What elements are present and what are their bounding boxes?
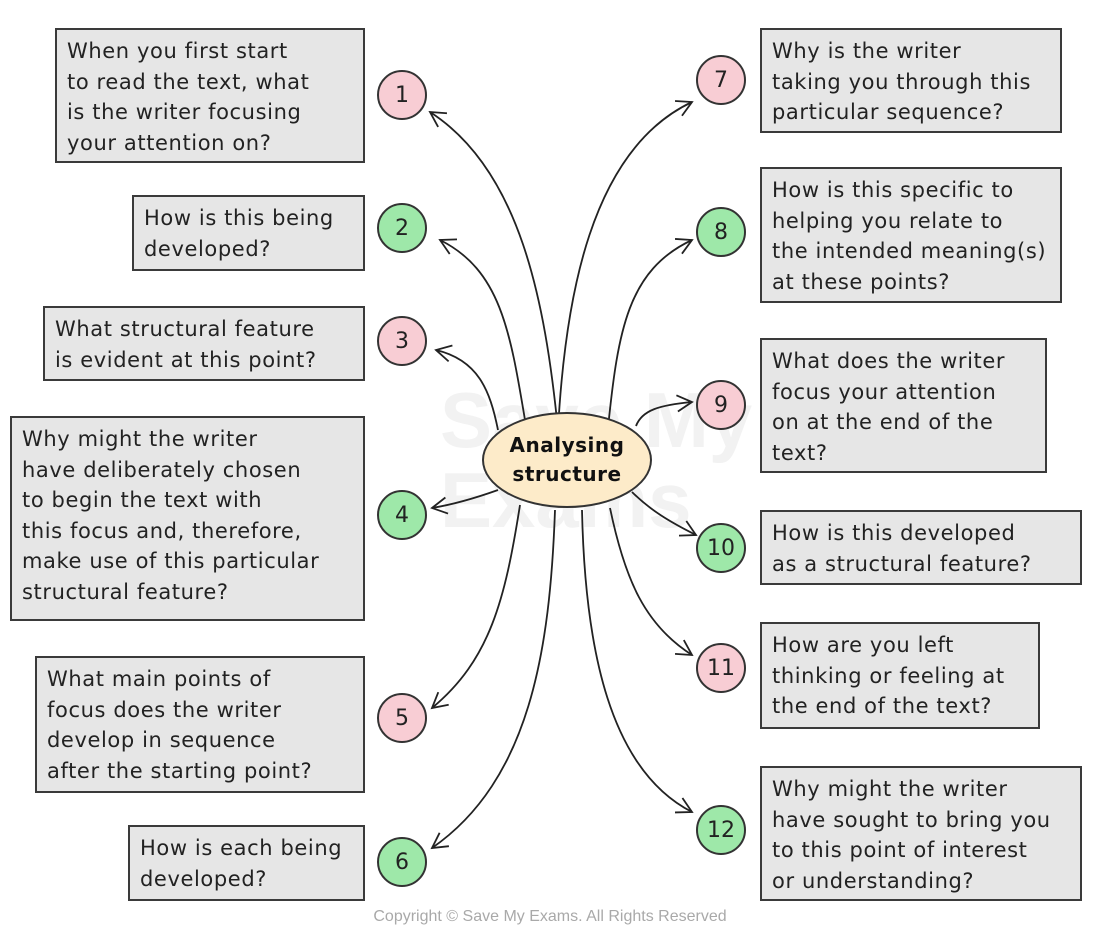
question-text-line: on at the end of the bbox=[772, 410, 994, 434]
question-text-line: text? bbox=[772, 440, 828, 465]
arrowhead-12 bbox=[674, 797, 694, 814]
connector-arrow-12 bbox=[581, 509, 693, 813]
arrowhead-1 bbox=[428, 110, 448, 128]
central-topic-line-1: Analysing bbox=[509, 433, 625, 457]
question-text-line: particular sequence? bbox=[772, 100, 1005, 124]
question-text-line: Why might the writer bbox=[22, 427, 258, 451]
question-text-line: developed? bbox=[140, 866, 268, 891]
question-text-line: the end of the text? bbox=[772, 694, 993, 718]
question-text-line: at these points? bbox=[772, 269, 951, 294]
question-text-line: to begin the text with bbox=[22, 488, 263, 512]
arrowhead-11 bbox=[674, 639, 694, 657]
question-box-6: How is each being developed? bbox=[128, 825, 365, 901]
question-text-line: When you first start bbox=[67, 39, 288, 63]
number-badge-7: 7 bbox=[696, 55, 746, 105]
question-box-12: Why might the writer have sought to bring… bbox=[760, 766, 1082, 901]
arrowhead-5 bbox=[430, 691, 449, 710]
number-badge-3: 3 bbox=[377, 316, 427, 366]
question-text-line: as a structural feature? bbox=[772, 551, 1032, 576]
connector-arrow-10 bbox=[631, 491, 697, 536]
question-text-line: Why might the writer bbox=[772, 777, 1008, 801]
question-text-line: have sought to bring you bbox=[772, 807, 1051, 832]
question-text-line: What structural feature bbox=[55, 317, 315, 341]
number-badge-5: 5 bbox=[377, 693, 427, 743]
question-box-5: What main points of focus does the writer… bbox=[35, 656, 365, 793]
connector-arrow-1 bbox=[429, 111, 559, 431]
question-text-line: or understanding? bbox=[772, 868, 975, 893]
arrowhead-9 bbox=[676, 394, 694, 413]
question-text-line: developed? bbox=[144, 236, 272, 261]
question-box-9: What does the writer focus your attention… bbox=[760, 338, 1047, 473]
question-text-line: How is each being bbox=[140, 836, 343, 860]
connector-arrow-7 bbox=[557, 101, 693, 431]
question-text-line: after the starting point? bbox=[47, 758, 313, 783]
number-badge-10: 10 bbox=[696, 523, 746, 573]
connector-arrow-5 bbox=[431, 504, 521, 709]
question-box-7: Why is the writer taking you through this… bbox=[760, 28, 1062, 133]
question-text-line: How is this developed bbox=[772, 521, 1016, 545]
central-topic: Analysing structure bbox=[482, 412, 652, 508]
connector-arrow-6 bbox=[431, 509, 556, 849]
question-text-line: How is this specific to bbox=[772, 178, 1014, 202]
connector-arrow-2 bbox=[439, 239, 526, 421]
question-box-4: Why might the writer have deliberately ch… bbox=[10, 416, 365, 621]
question-text-line: structural feature? bbox=[22, 579, 229, 604]
connector-arrow-4 bbox=[431, 489, 499, 509]
question-box-2: How is this being developed? bbox=[132, 195, 365, 271]
question-text-line: What does the writer bbox=[772, 349, 1006, 373]
question-text-line: the intended meaning(s) bbox=[772, 239, 1047, 263]
arrowhead-4 bbox=[430, 496, 449, 515]
number-badge-12: 12 bbox=[696, 805, 746, 855]
question-text-line: develop in sequence bbox=[47, 728, 276, 752]
question-text-line: is evident at this point? bbox=[55, 347, 317, 372]
connector-arrow-3 bbox=[435, 349, 499, 431]
question-text-line: What main points of bbox=[47, 667, 271, 691]
number-badge-4: 4 bbox=[377, 490, 427, 540]
question-text-line: focus does the writer bbox=[47, 697, 282, 722]
arrowhead-3 bbox=[434, 344, 453, 363]
question-text-line: make use of this particular bbox=[22, 549, 320, 573]
connector-arrow-8 bbox=[607, 239, 693, 429]
arrowhead-6 bbox=[430, 832, 449, 850]
question-text-line: to this point of interest bbox=[772, 838, 1028, 862]
arrowhead-8 bbox=[674, 238, 694, 255]
question-box-8: How is this specific to helping you relat… bbox=[760, 167, 1062, 303]
question-box-3: What structural feature is evident at thi… bbox=[43, 306, 365, 381]
question-text-line: How are you left bbox=[772, 633, 954, 657]
arrowhead-2 bbox=[438, 238, 458, 255]
number-badge-8: 8 bbox=[696, 207, 746, 257]
number-badge-2: 2 bbox=[377, 203, 427, 253]
number-badge-1: 1 bbox=[377, 70, 427, 120]
question-text-line: focus your attention bbox=[772, 379, 997, 404]
number-badge-11: 11 bbox=[696, 643, 746, 693]
question-box-10: How is this developed as a structural fea… bbox=[760, 510, 1082, 585]
question-text-line: taking you through this bbox=[772, 69, 1031, 94]
question-text-line: is the writer focusing bbox=[67, 100, 302, 124]
number-badge-6: 6 bbox=[377, 837, 427, 887]
question-text-line: thinking or feeling at bbox=[772, 663, 1005, 688]
question-text-line: this focus and, therefore, bbox=[22, 518, 302, 543]
connector-arrow-9 bbox=[635, 401, 693, 427]
question-text-line: Why is the writer bbox=[772, 39, 962, 63]
copyright-notice: Copyright © Save My Exams. All Rights Re… bbox=[373, 908, 727, 925]
arrowhead-7 bbox=[674, 100, 694, 117]
number-badge-9: 9 bbox=[696, 380, 746, 430]
question-text-line: helping you relate to bbox=[772, 208, 1004, 233]
question-text-line: How is this being bbox=[144, 206, 334, 230]
connector-arrow-11 bbox=[609, 507, 693, 656]
question-box-11: How are you left thinking or feeling at th… bbox=[760, 622, 1040, 729]
question-text-line: have deliberately chosen bbox=[22, 457, 302, 482]
arrowhead-10 bbox=[678, 520, 698, 537]
question-text-line: your attention on? bbox=[67, 130, 272, 155]
question-box-1: When you first start to read the text, wh… bbox=[55, 28, 365, 163]
question-text-line: to read the text, what bbox=[67, 69, 310, 94]
central-topic-line-2: structure bbox=[512, 462, 622, 486]
